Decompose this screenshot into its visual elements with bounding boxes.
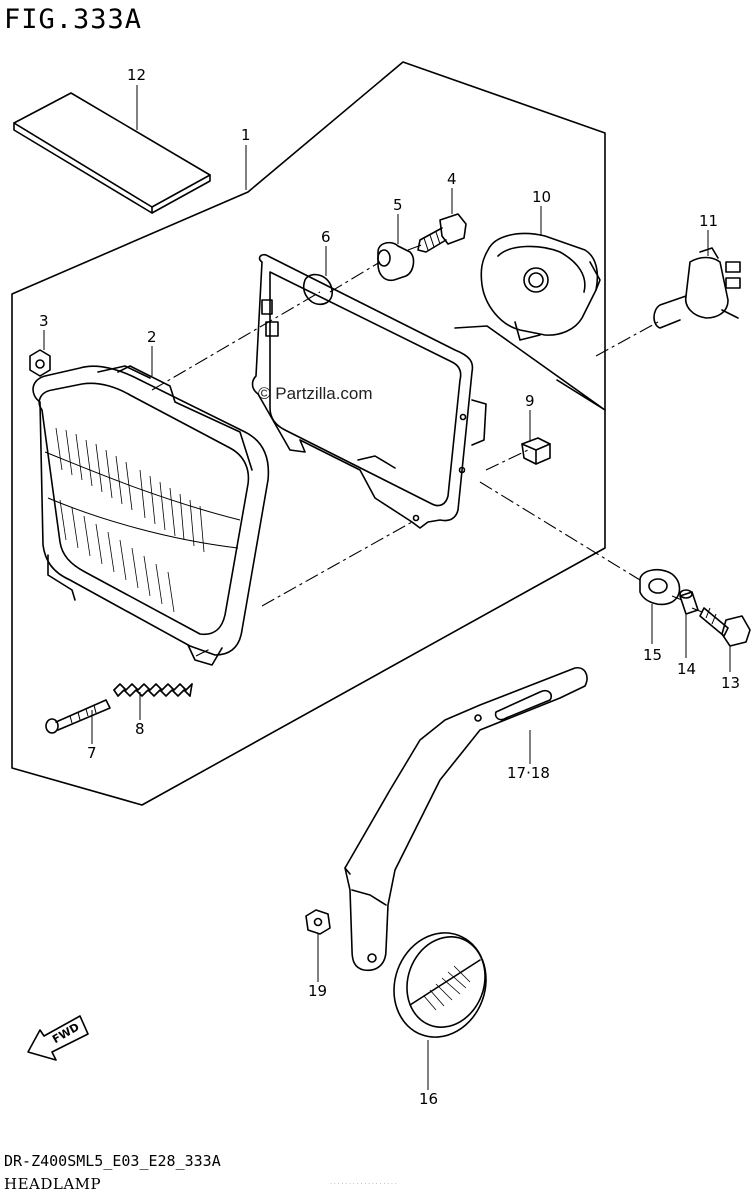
center-lines	[151, 243, 703, 657]
callout-11[interactable]: 11	[699, 212, 718, 230]
fine-print: · · · · · · · · · · · · · · · · · ·	[330, 1181, 397, 1188]
fwd-arrow-icon: FWD	[27, 1015, 89, 1061]
section-name: HEADLAMP	[4, 1175, 102, 1193]
callout-3[interactable]: 3	[39, 312, 49, 330]
part-11-bulb[interactable]	[653, 247, 741, 329]
callout-15[interactable]: 15	[643, 646, 662, 664]
callout-4[interactable]: 4	[447, 170, 457, 188]
leader-lines	[43, 85, 731, 1090]
part-13-bolt[interactable]	[699, 607, 751, 647]
part-6-headlamp-frame[interactable]	[251, 253, 487, 529]
callout-10[interactable]: 10	[532, 188, 551, 206]
part-5-grommet[interactable]	[377, 241, 415, 282]
callouts: 12 1 5 4 6 10 11 3 2 9 15 14 13 8 7 17·1…	[39, 66, 740, 1108]
assembly-boundary	[11, 61, 606, 806]
callout-16[interactable]: 16	[419, 1090, 438, 1108]
callout-14[interactable]: 14	[677, 660, 696, 678]
callout-5[interactable]: 5	[393, 196, 403, 214]
part-19-nut[interactable]	[305, 909, 331, 935]
part-8-spring[interactable]	[113, 683, 193, 697]
part-3-nut[interactable]	[29, 349, 51, 377]
model-code: DR-Z400SML5_E03_E28_333A	[4, 1152, 221, 1170]
part-10-socket-cover[interactable]	[480, 232, 601, 341]
part-9-nut[interactable]	[521, 437, 551, 465]
part-7-screw[interactable]	[45, 699, 111, 734]
part-14-collar[interactable]	[679, 589, 699, 615]
callout-6[interactable]: 6	[321, 228, 331, 246]
callout-12[interactable]: 12	[127, 66, 146, 84]
part-16-reflector[interactable]	[380, 920, 501, 1050]
part-2-headlamp-unit[interactable]	[32, 365, 270, 666]
part-12-pad[interactable]	[13, 92, 211, 214]
part-15-grommet[interactable]	[639, 568, 681, 606]
figure-title: FIG.333A	[4, 4, 143, 35]
callout-8[interactable]: 8	[135, 720, 145, 738]
part-4-adjusting-screw[interactable]	[417, 213, 467, 253]
callout-19[interactable]: 19	[308, 982, 327, 1000]
callout-9[interactable]: 9	[525, 392, 535, 410]
callout-2[interactable]: 2	[147, 328, 157, 346]
callout-17-18[interactable]: 17·18	[507, 764, 550, 782]
watermark: © Partzilla.com	[258, 384, 373, 403]
part-17-18-bracket[interactable]	[344, 666, 588, 972]
callout-7[interactable]: 7	[87, 744, 97, 762]
callout-1[interactable]: 1	[241, 126, 251, 144]
callout-13[interactable]: 13	[721, 674, 740, 692]
